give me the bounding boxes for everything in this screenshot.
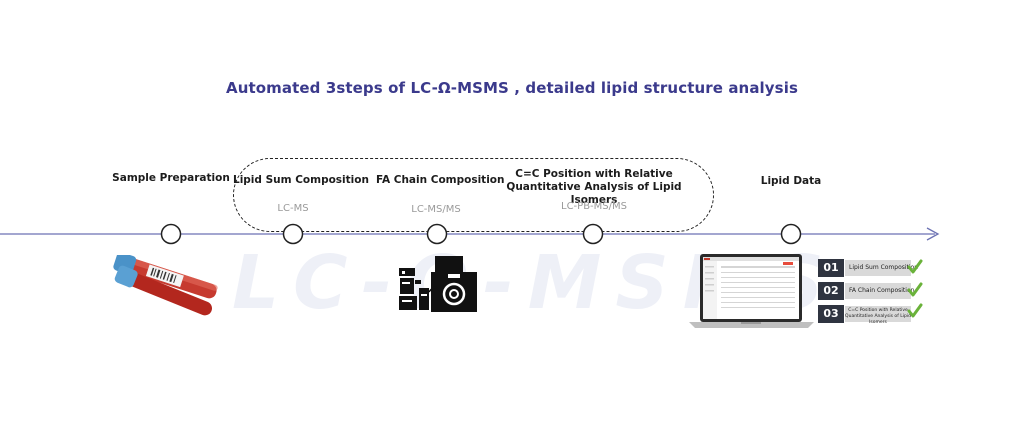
result-number-01: 01 xyxy=(818,259,844,277)
result-number-02: 02 xyxy=(818,282,844,300)
lc-ms-instrument-icon xyxy=(399,256,477,312)
step-label-cc-position: C=C Position with Relative Quantitative … xyxy=(506,168,682,206)
check-icon xyxy=(907,282,923,297)
step-label-lipid-sum: Lipid Sum Composition xyxy=(233,174,369,186)
blood-tubes-icon xyxy=(113,255,218,316)
result-text-cc-position: C=C Position with Relative Quantitative … xyxy=(845,306,911,325)
step-node-lipid-sum xyxy=(282,223,304,245)
result-text-fa-chain: FA Chain Composition xyxy=(845,283,914,299)
method-label-lc-msms: LC-MS/MS xyxy=(411,204,461,215)
step-label-sample: Sample Preparation xyxy=(112,172,230,184)
analysis-steps-group xyxy=(233,158,714,232)
method-label-lc-ms: LC-MS xyxy=(277,203,309,214)
diagram-title: Automated 3steps of LC-Ω-MSMS , detailed… xyxy=(226,79,798,97)
result-text-lipid-sum: Lipid Sum Composition xyxy=(845,260,918,276)
check-icon xyxy=(907,259,923,274)
step-node-sample xyxy=(160,223,182,245)
method-label-lc-pb-msms: LC-PB-MS/MS xyxy=(561,201,627,212)
step-node-lipid-data xyxy=(780,223,802,245)
step-node-cc-position xyxy=(582,223,604,245)
check-icon xyxy=(907,303,923,318)
laptop-icon xyxy=(689,254,814,328)
result-number-03: 03 xyxy=(818,305,844,323)
timeline-arrow-icon xyxy=(926,227,940,241)
step-label-lipid-data: Lipid Data xyxy=(760,175,822,187)
step-node-fa-chain xyxy=(426,223,448,245)
step-label-fa-chain: FA Chain Composition xyxy=(376,174,505,186)
